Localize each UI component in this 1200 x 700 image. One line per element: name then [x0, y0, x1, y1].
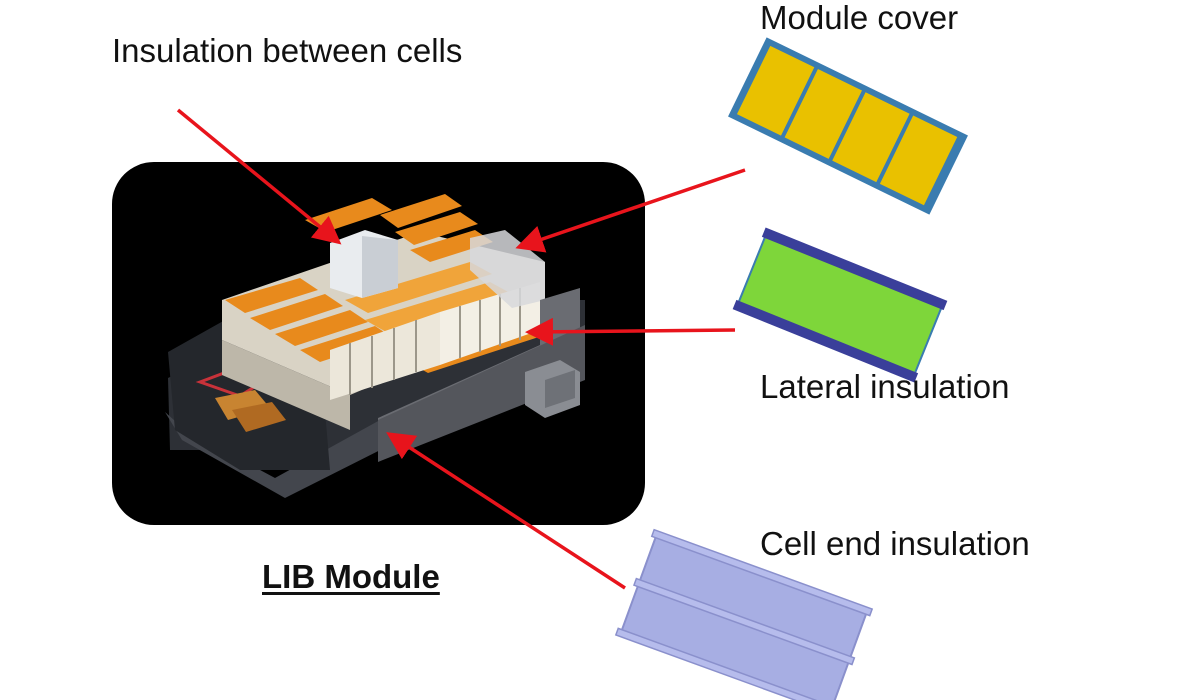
label-cell-end-insulation: Cell end insulation — [760, 525, 1030, 562]
arrow-insulation-between-cells — [176, 108, 342, 245]
arrow-cell-end-insulation — [386, 432, 626, 590]
arrow-module-cover — [515, 168, 746, 253]
label-insulation-between-cells: Insulation between cells — [112, 32, 463, 69]
lateral-insulation-part — [732, 227, 948, 383]
label-lib-module: LIB Module — [262, 558, 440, 595]
cell-end-insulation-part — [614, 528, 874, 700]
label-module-cover: Module cover — [760, 0, 959, 36]
module-cover-part — [728, 37, 968, 215]
arrow-lateral-insulation — [525, 317, 736, 346]
lib-module-image — [112, 162, 645, 525]
label-lateral-insulation: Lateral insulation — [760, 368, 1010, 405]
callout-arrows — [176, 108, 746, 590]
